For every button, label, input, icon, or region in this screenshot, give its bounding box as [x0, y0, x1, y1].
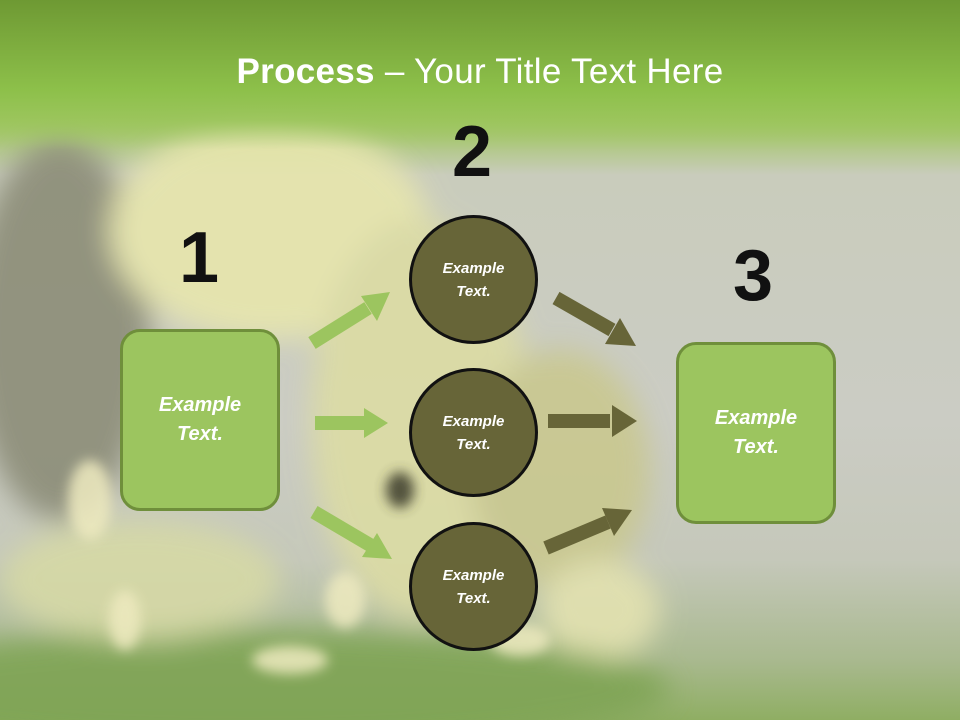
- step-number-2: 2: [451, 112, 493, 192]
- circle-top-label: Example Text.: [442, 259, 505, 300]
- title-rest: – Your Title Text Here: [374, 52, 724, 91]
- step-2-circle-top: Example Text.: [409, 215, 538, 344]
- step-number-1: 1: [178, 218, 220, 298]
- step-3-label: Example Text.: [714, 407, 798, 458]
- step-1-box: Example Text.: [120, 329, 280, 511]
- arrow-1-to-bottom: [310, 505, 392, 559]
- arrow-middle-to-3: [548, 405, 637, 437]
- step-1-label: Example Text.: [158, 394, 242, 445]
- arrow-1-to-middle: [315, 408, 388, 438]
- step-2-circle-bottom: Example Text.: [409, 522, 538, 651]
- arrow-1-to-top: [308, 292, 390, 349]
- step-number-3: 3: [732, 236, 774, 316]
- step-3-box: Example Text.: [676, 342, 836, 524]
- circle-bottom-label: Example Text.: [442, 566, 505, 607]
- circle-middle-label: Example Text.: [442, 412, 505, 453]
- step-2-circle-middle: Example Text.: [409, 368, 538, 497]
- title-bold: Process: [236, 52, 375, 91]
- arrow-bottom-to-3: [543, 508, 632, 555]
- slide-title: Process – Your Title Text Here: [0, 52, 960, 92]
- arrow-top-to-3: [552, 291, 636, 346]
